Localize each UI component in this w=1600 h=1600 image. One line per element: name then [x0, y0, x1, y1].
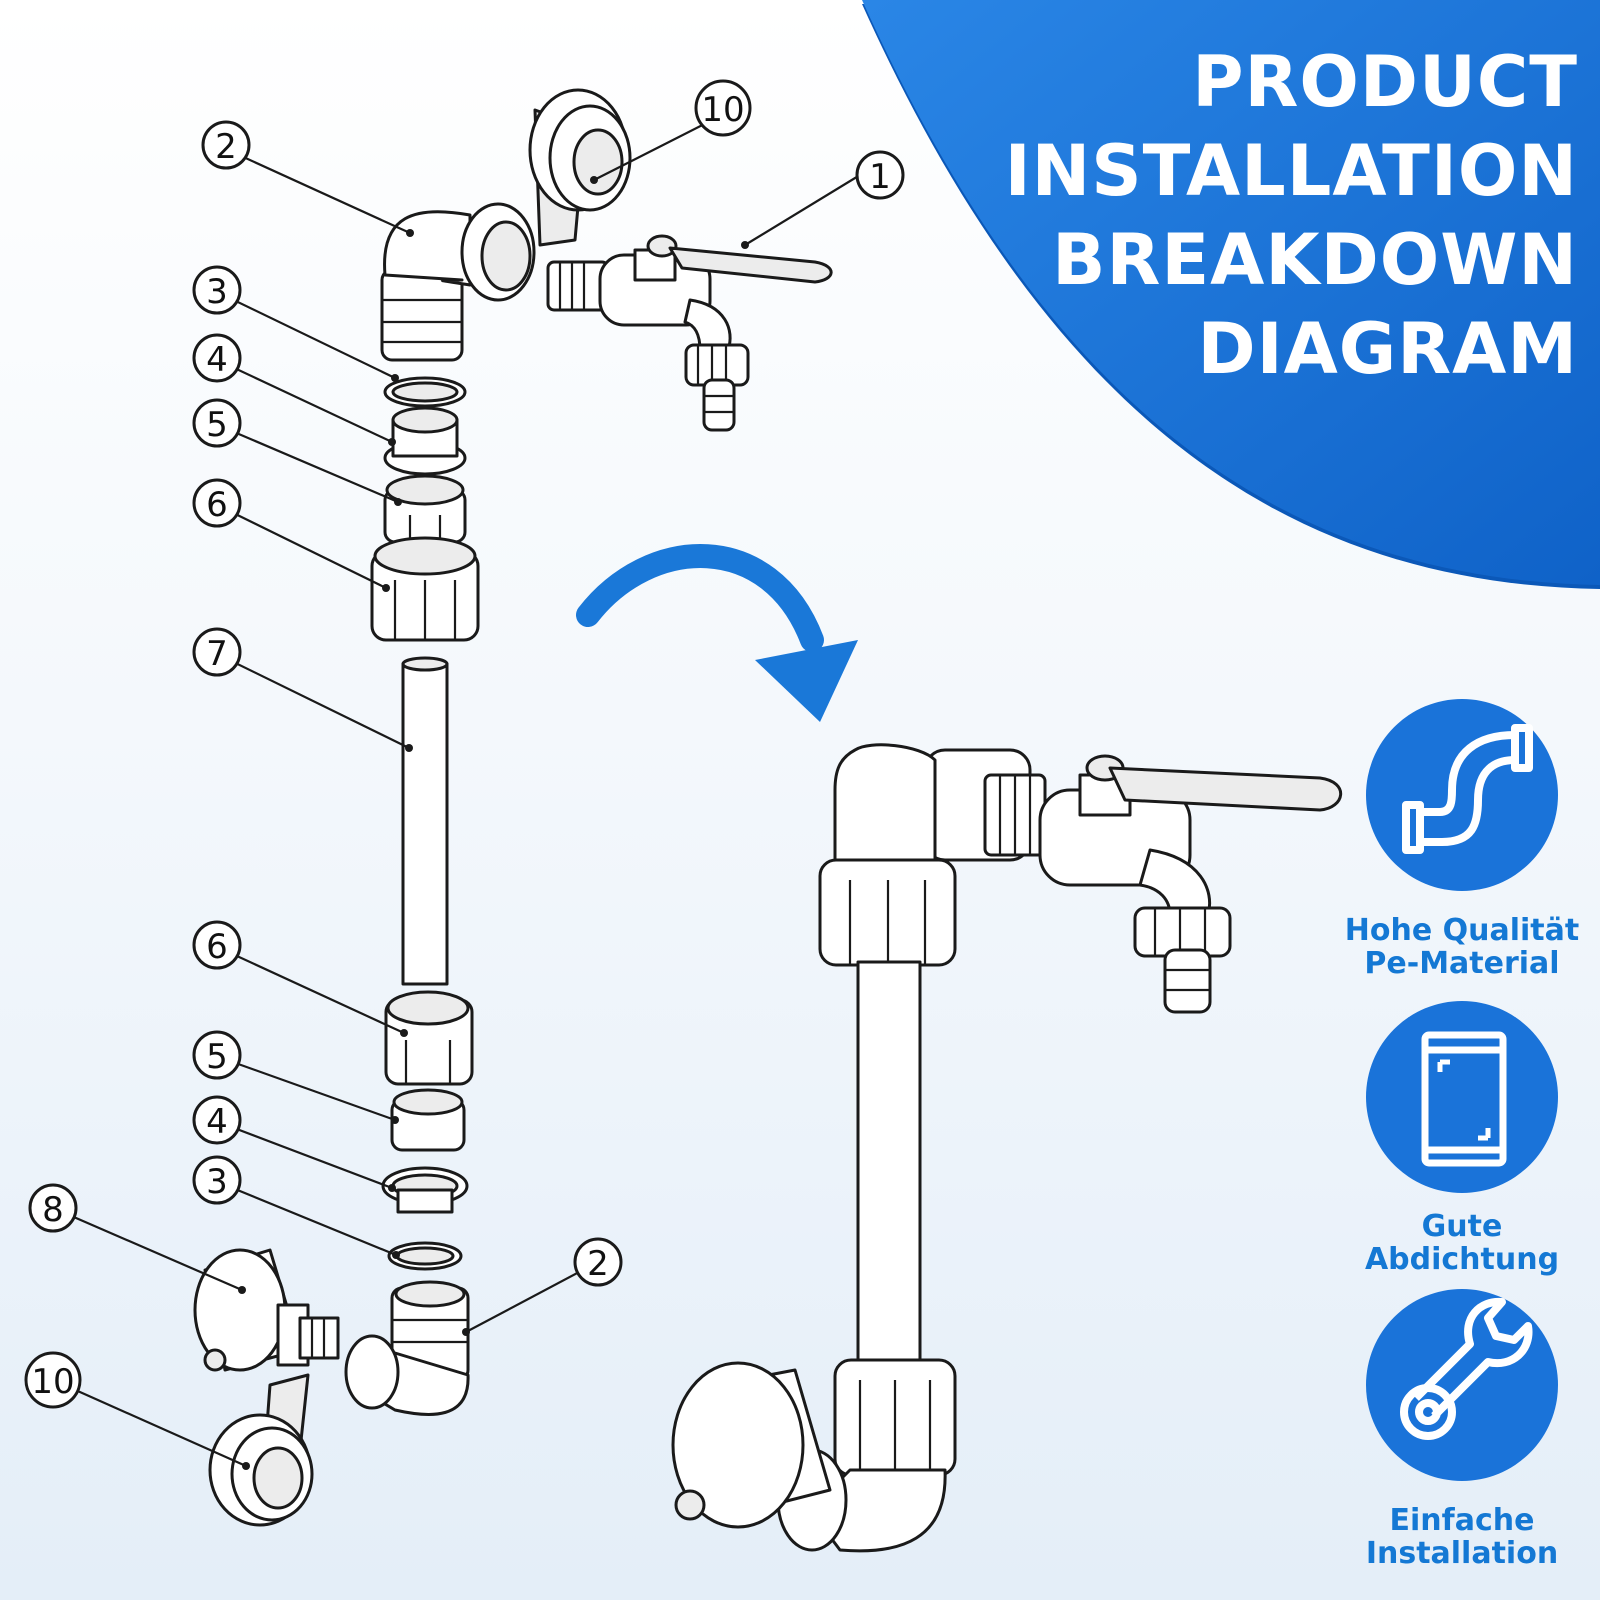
exploded-view: 1 10 2 3 4 5 6 7 6 5 4 3 8 2 10 — [24, 79, 905, 1527]
svg-text:Gute: Gute — [1422, 1209, 1503, 1244]
callout-5-bottom: 5 — [192, 1030, 242, 1080]
callout-3-top: 3 — [192, 265, 242, 315]
title-line-1: PRODUCT — [1192, 41, 1578, 123]
svg-text:5: 5 — [206, 405, 228, 445]
svg-text:Pe-Material: Pe-Material — [1364, 946, 1559, 981]
pipe-icon — [1402, 724, 1533, 854]
part-10-seal-top — [528, 88, 632, 247]
assembly-arrow-icon — [576, 544, 858, 722]
callout-7: 7 — [192, 627, 242, 677]
part-7-pipe — [401, 656, 449, 986]
callout-2-bottom: 2 — [573, 1237, 623, 1287]
svg-text:10: 10 — [31, 1362, 74, 1402]
part-5-clamp-ring-top — [383, 474, 467, 544]
part-4-ring-bottom — [381, 1166, 469, 1214]
part-10-seal-bottom — [208, 1373, 314, 1527]
callout-1: 1 — [855, 150, 905, 200]
svg-text:6: 6 — [206, 485, 228, 525]
svg-text:6: 6 — [206, 927, 228, 967]
title-line-2: INSTALLATION — [1004, 130, 1578, 212]
seal-bag-icon — [1421, 1031, 1507, 1167]
svg-text:5: 5 — [206, 1037, 228, 1077]
part-3-oring-bottom — [387, 1241, 463, 1271]
svg-text:8: 8 — [42, 1190, 64, 1230]
part-6-nut-top — [370, 536, 480, 642]
svg-text:7: 7 — [206, 634, 228, 674]
feature-quality: Hohe Qualität Pe-Material — [1345, 699, 1579, 981]
page-title: PRODUCT INSTALLATION BREAKDOWN DIAGRAM — [858, 38, 1578, 394]
svg-text:Einfache: Einfache — [1390, 1503, 1535, 1538]
svg-text:2: 2 — [215, 127, 237, 167]
svg-text:Hohe Qualität: Hohe Qualität — [1345, 913, 1579, 948]
title-banner — [862, 0, 1600, 589]
svg-text:Installation: Installation — [1366, 1536, 1558, 1571]
svg-text:10: 10 — [701, 90, 744, 130]
title-line-3: BREAKDOWN — [1052, 219, 1578, 301]
svg-text:4: 4 — [206, 1102, 228, 1142]
leader-lines — [52, 107, 861, 1470]
assembled-view — [671, 743, 1343, 1553]
feature-sealing: Gute Abdichtung — [1365, 1001, 1559, 1277]
callout-8: 8 — [28, 1183, 78, 1233]
part-2-elbow-bottom — [344, 1280, 470, 1416]
part-4-ring-top — [383, 406, 467, 476]
callout-2-top: 2 — [201, 120, 251, 170]
callout-6-top: 6 — [192, 478, 242, 528]
callout-4-top: 4 — [192, 333, 242, 383]
svg-text:Abdichtung: Abdichtung — [1365, 1242, 1559, 1277]
callout-10-bottom: 10 — [24, 1351, 82, 1409]
part-5-clamp-ring-bottom — [390, 1088, 466, 1152]
callout-10-top: 10 — [694, 79, 752, 137]
svg-text:3: 3 — [206, 272, 228, 312]
svg-text:4: 4 — [206, 340, 228, 380]
part-2-elbow-top — [380, 202, 536, 362]
feature-installation: Einfache Installation — [1366, 1289, 1558, 1571]
callout-4-bottom: 4 — [192, 1095, 242, 1145]
wrench-icon — [1400, 1297, 1533, 1440]
part-6-nut-bottom — [384, 990, 474, 1086]
title-line-4: DIAGRAM — [1197, 308, 1578, 390]
svg-text:1: 1 — [869, 157, 891, 197]
callout-6-bottom: 6 — [192, 920, 242, 970]
callout-3-bottom: 3 — [192, 1155, 242, 1205]
part-3-oring-top — [383, 376, 467, 408]
part-1-ball-valve — [546, 234, 833, 432]
callout-5-top: 5 — [192, 398, 242, 448]
part-8-adapter — [193, 1248, 340, 1372]
svg-text:3: 3 — [206, 1162, 228, 1202]
svg-text:2: 2 — [587, 1244, 609, 1284]
